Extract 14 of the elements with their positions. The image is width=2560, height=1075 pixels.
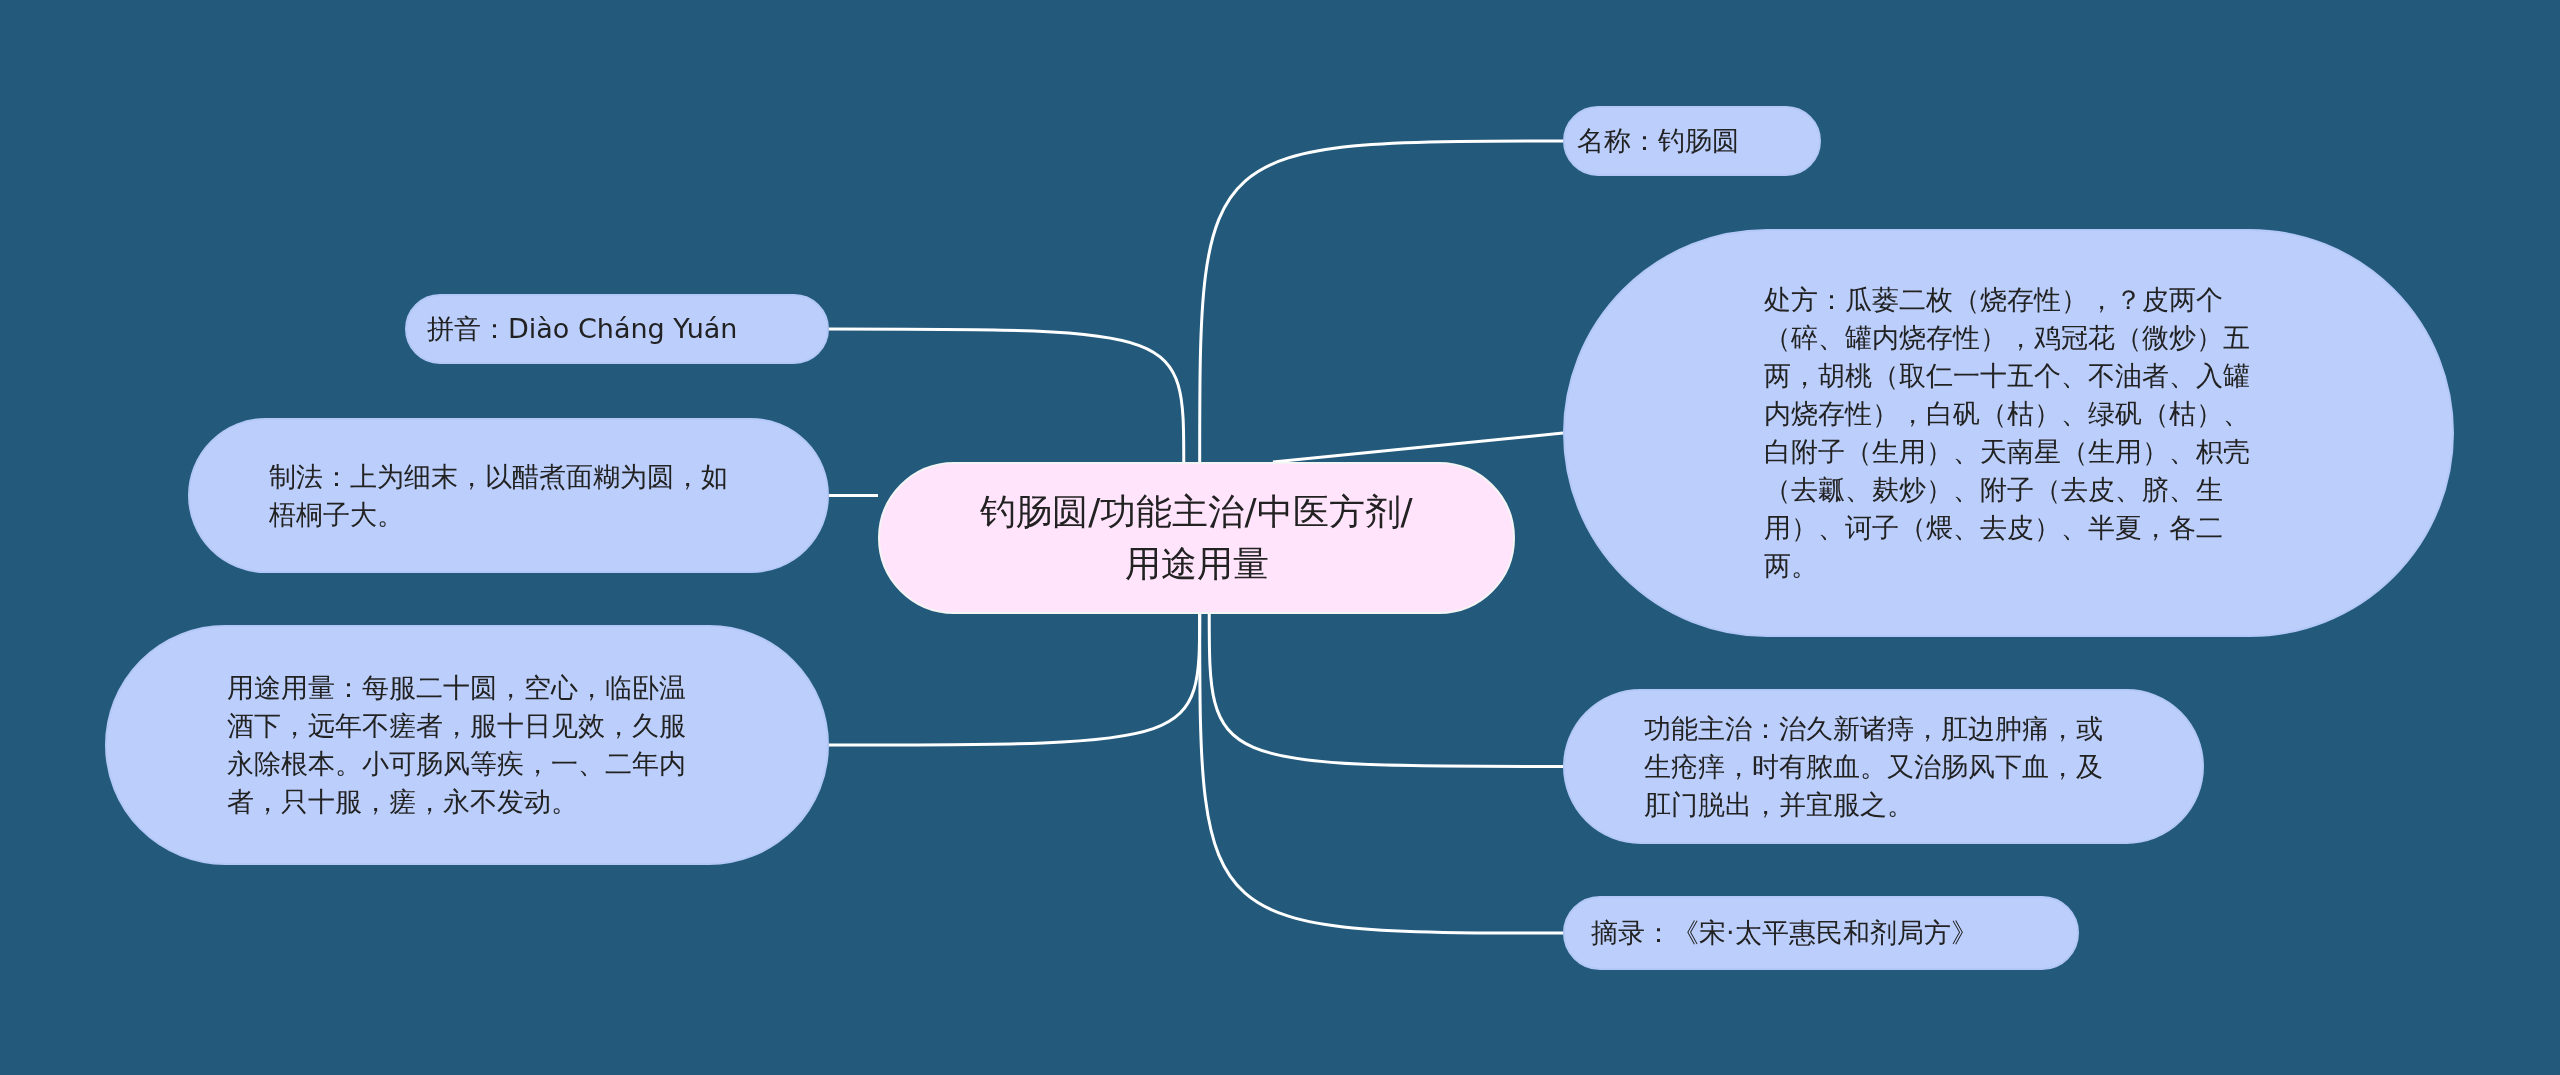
topic-text: 钓肠圆/功能主治/中医方剂/用途用量: [979, 490, 1414, 586]
topic-text: 名称：钓肠圆: [1577, 124, 1740, 158]
topic-text: 摘录：《宋·太平惠民和剂局方》: [1591, 916, 1979, 950]
connector-line: [1198, 139, 1563, 462]
connector-line: [829, 327, 1186, 462]
connector-line: [1272, 431, 1564, 464]
connector-line: [829, 614, 1202, 747]
topic-text: 制法：上为细末，以醋煮面糊为圆，如梧桐子大。: [268, 459, 729, 532]
connector-line: [1207, 614, 1563, 768]
topic-text: 拼音：Diào Cháng Yuán: [427, 312, 739, 346]
topic-text: 功能主治：治久新诸痔，肛边肿痛，或生疮痒，时有脓血。又治肠风下血，及肛门脱出，并宜服之。: [1643, 711, 2104, 822]
topic-text: 用途用量：每服二十圆，空心，临卧温酒下，远年不瘥者，服十日见效，久服永除根本。小可肠风等疾，一、二年内者，只十服，瘥，永不发动。: [227, 671, 687, 819]
topic-text: 处方：瓜蒌二枚（烧存性），？皮两个（碎、罐内烧存性），鸡冠花（微炒）五两，胡桃（取仁一十五个、不油者、入罐内烧存性），白矾（枯）、绿矾（枯）、白附子（生用）、天南星（生用）、枳壳（去瓤、麸炒）、附子（去皮、脐、生用）、诃子（煨、去皮）、半夏，各二两。: [1763, 283, 2251, 583]
connector-line: [829, 493, 878, 497]
